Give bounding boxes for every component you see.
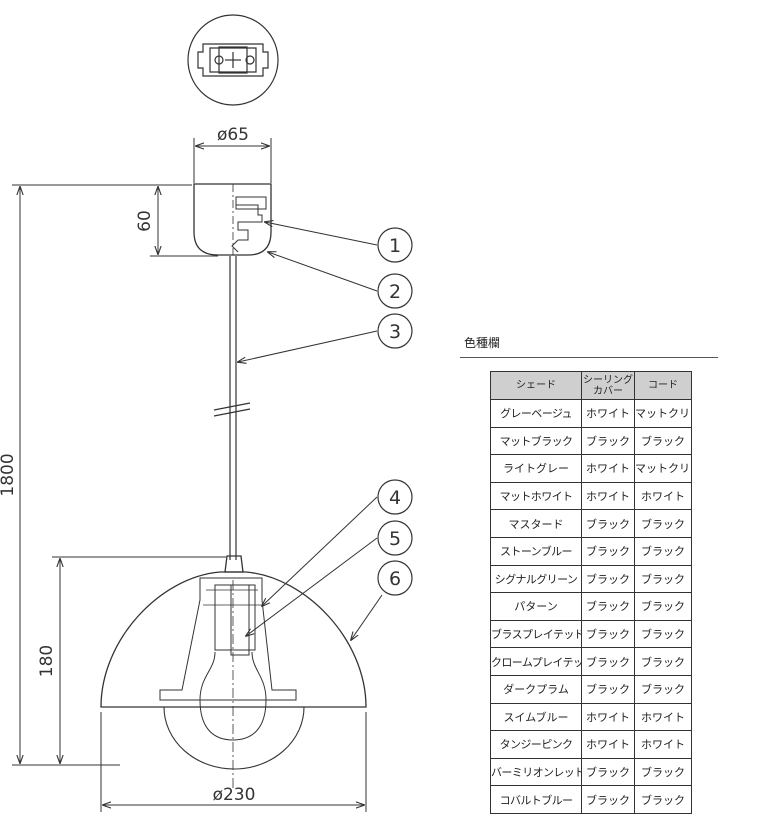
cord-color-cell: マットクリア [634,399,692,428]
canopy-diameter-dimension [193,138,272,183]
callout-4: 4 [377,479,413,515]
shade-color-cell: マットブラック [490,426,582,456]
shade-color-cell: シグナルグリーン [490,564,582,594]
svg-text:4: 4 [389,487,401,509]
table-row: タンジーピンクホワイトホワイト [490,730,692,759]
cord-color-cell: ホワイト [634,481,692,511]
color-section: 色種欄 シェード シーリング カバー コード グレーベージュホワイトマットクリア… [460,334,722,814]
shade-diameter-label: ø230 [213,785,256,805]
ceiling-cover-color-cell: ブラック [581,536,635,566]
shade-diameter-dimension [100,712,367,812]
cord-color-cell: ブラック [634,785,692,814]
shade-color-cell: ダークプラム [490,674,582,704]
callout-2: 2 [377,273,413,309]
svg-text:5: 5 [389,528,401,550]
table-row: シグナルグリーンブラックブラック [490,564,692,594]
table-row: マットブラックブラックブラック [490,426,692,456]
table-row: パターンブラックブラック [490,592,692,621]
callout-3: 3 [377,313,413,349]
table-row: ストーンブルーブラックブラック [490,536,692,566]
cord-color-cell: ブラック [634,509,692,538]
ceiling-cover-color-cell: ブラック [581,426,635,456]
shade-color-cell: ブラスプレイテッド [490,619,582,649]
table-row: ダークプラムブラックブラック [490,674,692,704]
ceiling-cover-color-cell: ブラック [581,509,635,538]
shade-color-cell: バーミリオンレッド [490,757,582,787]
cord [213,256,251,560]
table-row: マスタードブラックブラック [490,509,692,538]
table-row: バーミリオンレッドブラックブラック [490,757,692,787]
cord-color-cell: ブラック [634,674,692,704]
table-row: クロームプレイテッドブラックブラック [490,647,692,676]
table-row: ライトグレーホワイトマットクリア [490,454,692,483]
svg-text:3: 3 [389,321,401,343]
cord-color-cell: ブラック [634,536,692,566]
shade-color-cell: パターン [490,592,582,621]
table-row: グレーベージュホワイトマットクリア [490,399,692,428]
callout-5: 5 [377,520,413,556]
svg-text:1: 1 [389,235,401,257]
svg-text:6: 6 [389,568,401,590]
header-shade: シェード [490,371,582,400]
total-length-label: 1800 [0,453,18,496]
ceiling-cover-color-cell: ブラック [581,619,635,649]
ceiling-cover-color-cell: ホワイト [581,454,635,483]
canopy-top-view [187,14,279,106]
shade-color-cell: マットホワイト [490,481,582,511]
ceiling-cover-color-cell: ブラック [581,647,635,676]
ceiling-cover-color-cell: ブラック [581,674,635,704]
color-table-header-row: シェード シーリング カバー コード [490,371,692,400]
shade-color-cell: ストーンブルー [490,536,582,566]
cord-color-cell: マットクリア [634,454,692,483]
table-row: コバルトブルーブラックブラック [490,785,692,814]
ceiling-cover-color-cell: ホワイト [581,730,635,759]
shade-color-cell: グレーベージュ [490,399,582,428]
table-row: スイムブルーホワイトホワイト [490,702,692,732]
leader-lines [238,222,383,640]
cord-color-cell: ブラック [634,592,692,621]
ceiling-cover-color-cell: ホワイト [581,702,635,732]
header-ceiling-cover: シーリング カバー [581,371,635,400]
title-rule [460,357,718,358]
shade-color-cell: コバルトブルー [490,785,582,814]
shade-color-cell: マスタード [490,509,582,538]
shade-color-cell: ライトグレー [490,454,582,483]
ceiling-cover-color-cell: ブラック [581,785,635,814]
total-length-dimension [12,184,192,766]
cord-color-cell: ホワイト [634,702,692,732]
table-row: ブラスプレイテッドブラックブラック [490,619,692,649]
callout-6: 6 [377,560,413,596]
canopy-height-label: 60 [135,210,155,232]
ceiling-cover-color-cell: ブラック [581,592,635,621]
shade-assembly [100,555,367,790]
svg-text:2: 2 [389,281,401,303]
shade-color-cell: スイムブルー [490,702,582,732]
ceiling-cover-color-cell: ホワイト [581,481,635,511]
color-table-body: グレーベージュホワイトマットクリアマットブラックブラックブラックライトグレーホワ… [490,399,692,814]
table-row: マットホワイトホワイトホワイト [490,481,692,511]
cord-color-cell: ホワイト [634,730,692,759]
shade-height-label: 180 [37,645,57,677]
ceiling-cover-color-cell: ブラック [581,564,635,594]
header-cord: コード [634,371,692,400]
cord-color-cell: ブラック [634,619,692,649]
shade-color-cell: クロームプレイテッド [490,647,582,676]
cord-color-cell: ブラック [634,426,692,456]
canopy-side-view [193,183,272,256]
cord-color-cell: ブラック [634,757,692,787]
color-table: シェード シーリング カバー コード グレーベージュホワイトマットクリアマットブ… [490,371,692,814]
callout-1: 1 [377,227,413,263]
ceiling-cover-color-cell: ブラック [581,757,635,787]
color-table-title: 色種欄 [464,336,501,350]
shade-height-dimension [52,556,226,763]
cord-color-cell: ブラック [634,647,692,676]
canopy-height-dimension [150,184,218,257]
cord-color-cell: ブラック [634,564,692,594]
canopy-diameter-label: ø65 [217,125,249,145]
shade-color-cell: タンジーピンク [490,730,582,759]
ceiling-cover-color-cell: ホワイト [581,399,635,428]
